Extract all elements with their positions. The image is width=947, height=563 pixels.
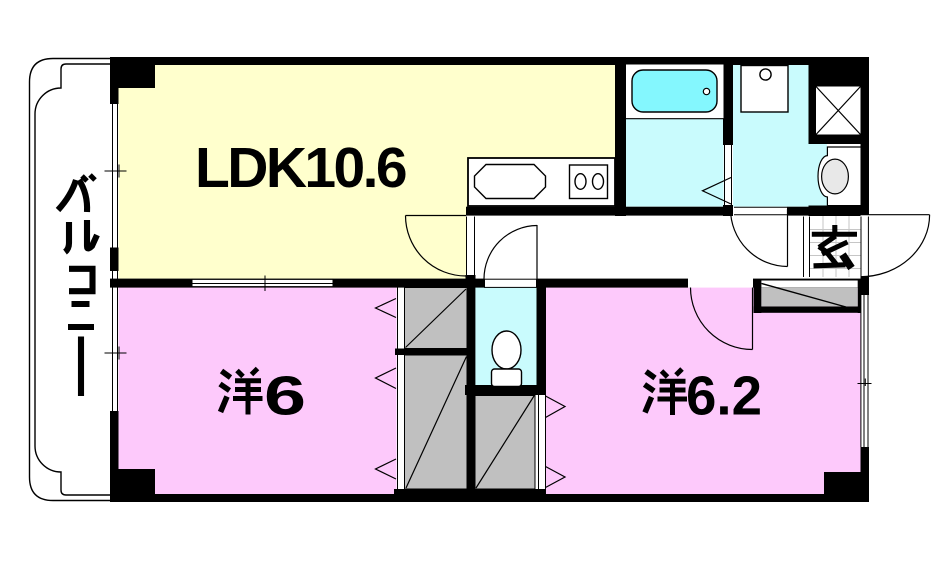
svg-text:LDK10.6: LDK10.6 [195,136,406,200]
svg-text:6: 6 [264,365,306,427]
svg-text:6.2: 6.2 [686,365,762,427]
